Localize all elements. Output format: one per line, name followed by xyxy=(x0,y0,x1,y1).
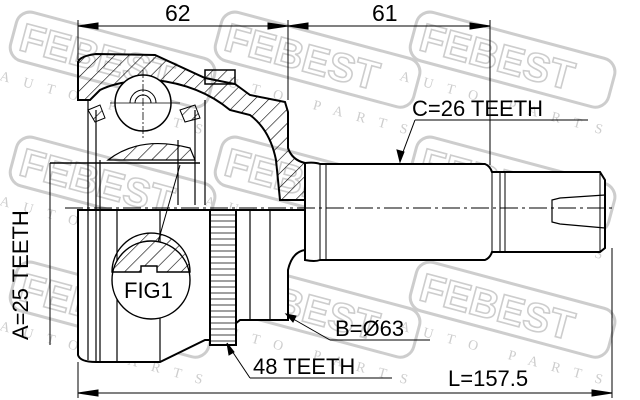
dimension-61: 61 xyxy=(372,0,398,26)
label-c-teeth: C=26 TEETH xyxy=(412,96,544,121)
label-fig1: FIG1 xyxy=(124,278,173,303)
dimension-top xyxy=(77,20,491,165)
label-48-teeth: 48 TEETH xyxy=(253,354,356,379)
dimension-62: 62 xyxy=(165,0,191,26)
label-length: L=157.5 xyxy=(448,366,529,391)
label-b-diameter: B=Ø63 xyxy=(335,316,405,341)
output-shaft xyxy=(304,161,606,262)
label-a-teeth: A=25 TEETH xyxy=(8,210,33,340)
fig1-callout xyxy=(111,164,191,320)
leader-lines xyxy=(77,119,613,398)
